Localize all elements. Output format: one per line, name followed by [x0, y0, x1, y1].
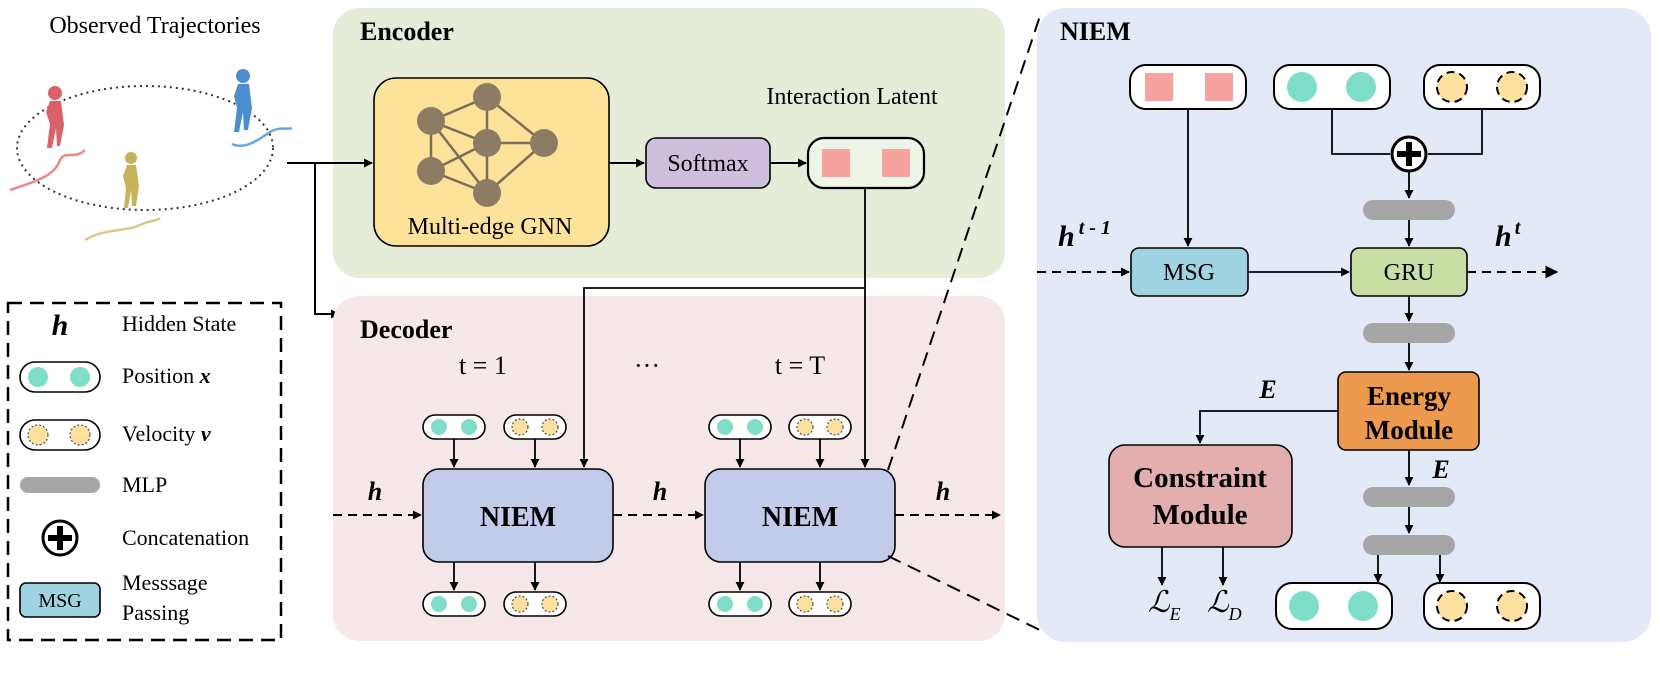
constraint-module-line2: Module	[1152, 499, 1247, 531]
legend-hidden-symbol: h	[52, 309, 69, 342]
legend-hidden-label: Hidden State	[122, 311, 236, 336]
niem-velocity-output-pill	[1423, 582, 1541, 630]
niem-mlp-3	[1363, 487, 1455, 507]
constraint-module-box	[1108, 444, 1293, 548]
legend-msg-icon	[19, 582, 101, 618]
interaction-latent-label: Interaction Latent	[766, 84, 938, 110]
h-label-3: h	[936, 477, 950, 506]
latent-square-1	[822, 149, 850, 177]
niem-title: NIEM	[1060, 17, 1131, 46]
latent-square-2	[882, 149, 910, 177]
constraint-module-line1: Constraint	[1133, 462, 1267, 494]
decoder-panel: Decoder t = 1 ··· t = T NIEM NIEM	[333, 296, 1005, 641]
niem-concat-lines	[1331, 109, 1483, 155]
t1-label: t = 1	[459, 351, 507, 380]
velocity-output-t1	[503, 591, 567, 617]
gnn-label: Multi-edge GNN	[408, 214, 573, 240]
legend-velocity-icon	[19, 419, 101, 451]
energy-to-constraint-arrow	[1195, 410, 1338, 444]
legend-panel: h Hidden State Position x Velocity v MLP…	[6, 301, 283, 642]
pedestrian-red-icon	[9, 86, 86, 192]
graph-icon	[417, 83, 558, 207]
input-arrows	[287, 158, 373, 319]
niem-concat-icon	[1390, 135, 1428, 173]
position-input-tT	[708, 414, 772, 440]
legend-mlp-label: MLP	[122, 472, 167, 497]
encoder-panel: Encoder Multi-edge GNN So	[333, 8, 1005, 278]
niem-mlp-4	[1363, 535, 1455, 555]
legend-msg-line2: Passing	[122, 600, 189, 625]
zoom-lines	[887, 15, 1049, 635]
pedestrian-yellow-icon	[84, 152, 161, 242]
niem-position-output-pill	[1275, 582, 1393, 630]
niem-gru-label: GRU	[1384, 260, 1435, 286]
legend-concat-icon	[41, 519, 79, 557]
position-output-tT	[708, 591, 772, 617]
position-input-t1	[422, 414, 486, 440]
encoder-title: Encoder	[360, 17, 454, 46]
velocity-input-tT	[788, 414, 852, 440]
observed-trajectories-panel: Observed Trajectories	[9, 13, 293, 242]
niem-detail-panel: NIEM MSG	[1037, 8, 1651, 642]
niem-block-tT-label: NIEM	[762, 502, 838, 533]
niem-block-t1-label: NIEM	[480, 502, 556, 533]
legend-position-icon	[19, 361, 101, 393]
trajectory-ellipse	[16, 85, 274, 211]
tT-label: t = T	[775, 351, 825, 380]
decoder-background	[333, 296, 1005, 641]
E-label-right: E	[1431, 455, 1449, 484]
legend-mlp-icon	[20, 477, 100, 493]
energy-module-line1: Energy	[1367, 381, 1451, 411]
legend-velocity-label: Velocity v	[122, 421, 211, 446]
legend-concat-label: Concatenation	[122, 525, 249, 550]
legend-msg-line1: Messsage	[122, 570, 208, 595]
niem-mlp-1	[1363, 200, 1455, 220]
observed-title: Observed Trajectories	[49, 13, 260, 39]
decoder-title: Decoder	[360, 315, 452, 344]
h-label-1: h	[368, 477, 382, 506]
legend-position-label: Position x	[122, 363, 211, 388]
legend-msg-box-label: MSG	[38, 590, 81, 612]
loss-energy-label: ℒE	[1148, 586, 1181, 624]
position-output-t1	[422, 591, 486, 617]
softmax-label: Softmax	[667, 151, 748, 177]
niem-msg-label: MSG	[1163, 260, 1215, 286]
niem-mlp-2	[1363, 323, 1455, 343]
latent-feed-lines	[579, 188, 870, 468]
E-label-left: E	[1258, 375, 1276, 404]
velocity-output-tT	[788, 591, 852, 617]
niem-position-pill	[1273, 64, 1391, 110]
decoder-vertical-arrows	[449, 439, 825, 591]
h-label-2: h	[653, 477, 667, 506]
ellipsis-label: ···	[634, 351, 660, 380]
velocity-input-t1	[503, 414, 567, 440]
mlp4-output-arrows	[1373, 555, 1445, 583]
niem-latent-pill	[1129, 64, 1247, 110]
niem-velocity-pill	[1423, 64, 1541, 110]
pedestrian-blue-icon	[231, 69, 293, 148]
loss-dist-label: ℒD	[1207, 586, 1242, 624]
energy-module-line2: Module	[1365, 415, 1454, 445]
